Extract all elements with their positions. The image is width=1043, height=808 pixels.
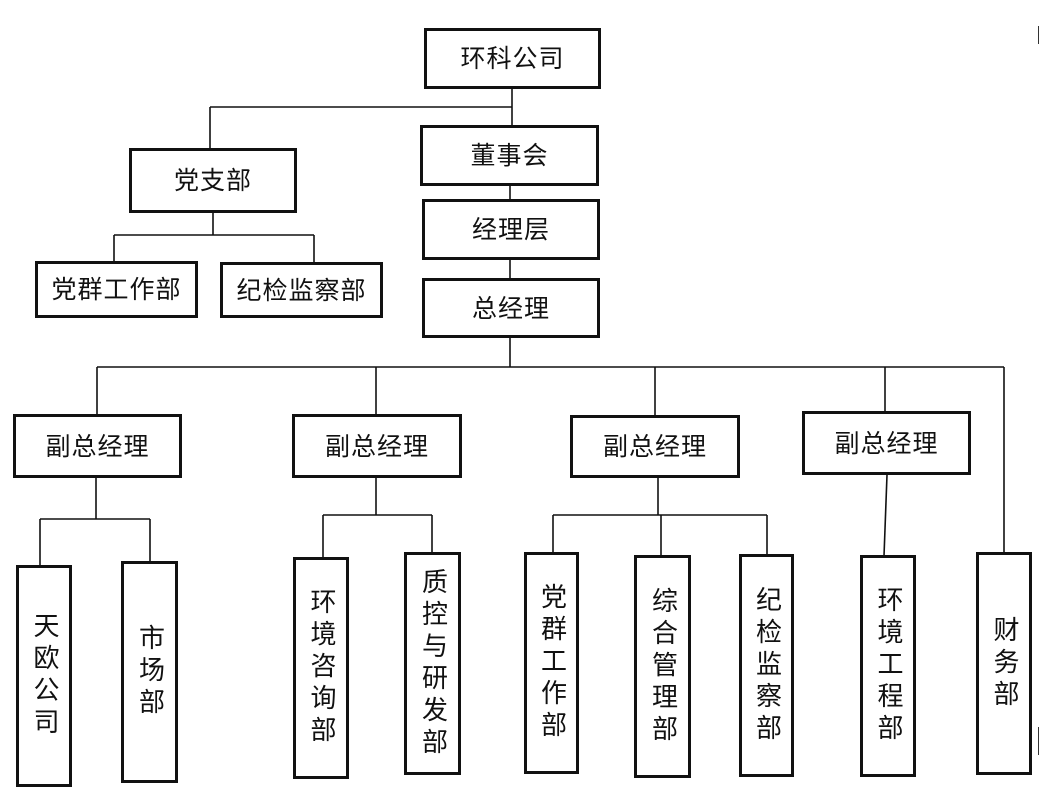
vp4-label: 副总经理: [834, 428, 939, 458]
vp4-box[interactable]: 副总经理: [802, 411, 971, 475]
general-manager-box[interactable]: 总经理: [422, 278, 600, 338]
env-engineering-box[interactable]: 环境工程部: [860, 555, 916, 777]
party-mass-work-label: 党群工作部: [51, 275, 182, 304]
party-branch-label: 党支部: [173, 166, 252, 195]
finance-dept-label: 财务部: [989, 615, 1019, 712]
edge-mark-bottom: [1038, 727, 1039, 755]
vp2-box[interactable]: 副总经理: [292, 414, 462, 478]
discipline-inspection-label: 纪检监察部: [236, 275, 367, 305]
tianou-company-label: 天欧公司: [29, 612, 59, 740]
discipline-inspection-box[interactable]: 纪检监察部: [220, 262, 383, 318]
party-branch-box[interactable]: 党支部: [129, 148, 297, 213]
qc-rd-box[interactable]: 质控与研发部: [404, 552, 461, 775]
party-mass-work-box[interactable]: 党群工作部: [35, 261, 198, 318]
board-box[interactable]: 董事会: [420, 125, 599, 186]
finance-dept-box[interactable]: 财务部: [976, 552, 1032, 775]
vp3-box[interactable]: 副总经理: [570, 415, 740, 478]
management-box[interactable]: 经理层: [422, 199, 600, 260]
env-consulting-label: 环境咨询部: [306, 588, 336, 748]
vp3-label: 副总经理: [602, 432, 707, 461]
board-label: 董事会: [470, 141, 549, 170]
party-mass-work2-box[interactable]: 党群工作部: [524, 552, 579, 774]
party-mass-work2-label: 党群工作部: [536, 583, 567, 743]
vp2-label: 副总经理: [324, 431, 429, 461]
market-dept-label: 市场部: [134, 624, 165, 720]
root-company-label: 环科公司: [460, 44, 565, 73]
general-admin-label: 综合管理部: [647, 586, 678, 747]
edge-mark-top: [1038, 26, 1039, 44]
discipline-inspection2-label: 纪检监察部: [751, 585, 782, 746]
qc-rd-label: 质控与研发部: [417, 567, 448, 760]
vp1-box[interactable]: 副总经理: [13, 414, 182, 478]
market-dept-box[interactable]: 市场部: [121, 561, 178, 783]
env-consulting-box[interactable]: 环境咨询部: [293, 557, 349, 779]
vp1-label: 副总经理: [45, 431, 150, 461]
general-admin-box[interactable]: 综合管理部: [634, 555, 691, 778]
discipline-inspection2-box[interactable]: 纪检监察部: [739, 554, 794, 777]
tianou-company-box[interactable]: 天欧公司: [16, 565, 72, 787]
env-engineering-label: 环境工程部: [873, 586, 903, 746]
general-manager-label: 总经理: [471, 293, 550, 323]
management-label: 经理层: [471, 215, 550, 244]
root-company-box[interactable]: 环科公司: [424, 28, 601, 89]
